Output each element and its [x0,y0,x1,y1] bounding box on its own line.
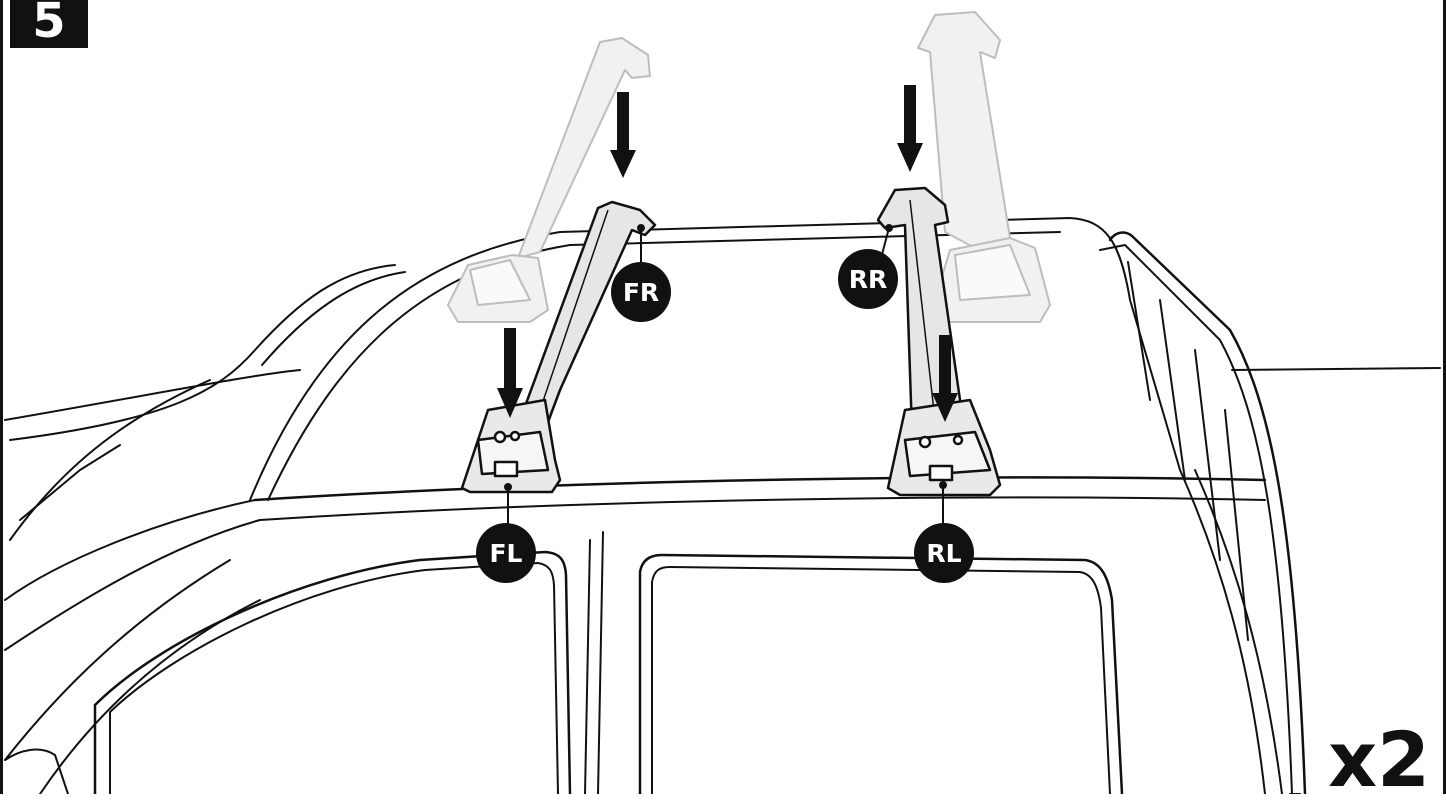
label-rl: RL [914,523,974,583]
arrow-down-icon [610,92,636,178]
arrow-down-icon [497,328,523,418]
arrow-down-icon [932,335,958,422]
vehicle-outline [4,217,1441,794]
label-rl-text: RL [926,539,961,568]
arrows [497,85,958,422]
label-rr-text: RR [849,265,888,294]
arrow-down-icon [897,85,923,172]
quantity-label: x2 [1328,715,1430,804]
ghost-rear-bar [917,11,1051,323]
front-crossbar [460,200,657,494]
label-fr: FR [611,262,671,322]
label-fr-text: FR [623,278,659,307]
label-fl: FL [476,523,536,583]
ghost-front-bar [447,37,651,323]
label-fl-text: FL [489,539,522,568]
step-number-badge: 5 [10,0,88,48]
label-rr: RR [838,249,898,309]
